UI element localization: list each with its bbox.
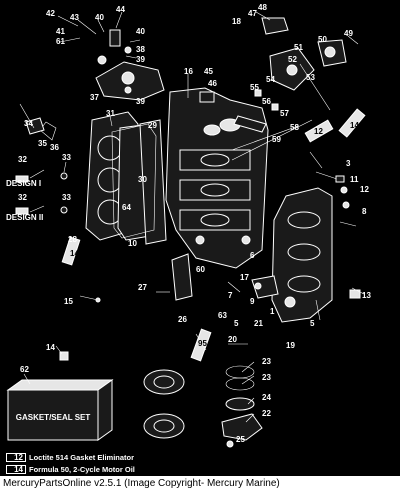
tube-label-12: 12 (314, 127, 323, 136)
thermostat-housing (95, 29, 165, 101)
callout-8: 8 (362, 207, 367, 216)
callout-33b: 33 (62, 193, 71, 202)
callout-25: 25 (236, 435, 245, 444)
tube-label-14: 14 (350, 121, 359, 130)
callout-9: 9 (250, 297, 255, 306)
callout-36: 36 (50, 143, 59, 152)
callout-39b: 39 (136, 97, 145, 106)
callout-38: 38 (136, 45, 145, 54)
callout-58: 58 (290, 123, 299, 132)
callout-59: 59 (272, 135, 281, 144)
footer-copyright: MercuryPartsOnline v2.5.1 (Image Copyrig… (0, 476, 400, 492)
legend-text-12: Loctite 514 Gasket Eliminator (29, 453, 135, 462)
callout-22: 22 (262, 409, 271, 418)
gaskets (39, 121, 157, 239)
legend-code-12: 12 (6, 453, 26, 462)
callout-45: 45 (204, 67, 213, 76)
callout-26: 26 (178, 315, 187, 324)
callout-54: 54 (266, 75, 275, 84)
design-1-label: DESIGN I (6, 179, 41, 188)
leader-lines (19, 11, 365, 423)
callout-53: 53 (306, 73, 315, 82)
callout-33: 33 (62, 153, 71, 162)
legend-row-12: 12 Loctite 514 Gasket Eliminator (6, 452, 134, 463)
callout-62: 62 (20, 365, 29, 374)
callout-64: 64 (122, 203, 131, 212)
callout-60: 60 (196, 265, 205, 274)
callout-30: 30 (138, 175, 147, 184)
tube-label-95: 95 (198, 339, 207, 348)
callout-57: 57 (280, 109, 289, 118)
callout-12: 12 (360, 185, 369, 194)
callout-32b: 32 (18, 193, 27, 202)
gasket-seal-set-box (6, 379, 114, 441)
callout-52: 52 (288, 55, 297, 64)
callout-27: 27 (138, 283, 147, 292)
callout-40b: 40 (136, 27, 145, 36)
diagram-artwork: GASKET/SEAL SET DESIGN I DESIGN II 42 43… (6, 3, 371, 448)
callout-40: 40 (95, 13, 104, 22)
callout-56: 56 (262, 97, 271, 106)
gasket-box-label: GASKET/SEAL SET (16, 413, 91, 422)
callout-20: 20 (228, 335, 237, 344)
callout-23b: 23 (262, 373, 271, 382)
callout-31: 31 (106, 109, 115, 118)
callout-47: 47 (248, 9, 257, 18)
legend-text-14: Formula 50, 2-Cycle Motor Oil (29, 465, 135, 474)
callout-34: 34 (24, 119, 33, 128)
callout-55: 55 (250, 83, 259, 92)
linkage-brackets (156, 253, 279, 301)
callout-28: 28 (68, 235, 77, 244)
callout-42: 42 (46, 9, 55, 18)
callout-63: 63 (218, 311, 227, 320)
callout-24: 24 (262, 393, 271, 402)
callout-5: 5 (234, 319, 239, 328)
callout-37: 37 (90, 93, 99, 102)
left-fittings (15, 117, 101, 361)
callout-10: 10 (128, 239, 137, 248)
callout-35: 35 (38, 139, 47, 148)
callout-7: 7 (228, 291, 233, 300)
callout-23: 23 (262, 357, 271, 366)
callout-19: 19 (286, 341, 295, 350)
callout-49: 49 (344, 29, 353, 38)
callout-15: 15 (64, 297, 73, 306)
transfer-port-covers (85, 111, 167, 245)
callout-6: 6 (250, 251, 255, 260)
callout-18: 18 (232, 17, 241, 26)
callout-17: 17 (240, 273, 249, 282)
callout-41: 41 (56, 27, 65, 36)
callout-32: 32 (18, 155, 27, 164)
cylinder-block (165, 87, 269, 269)
callout-1: 1 (270, 307, 275, 316)
design-2-label: DESIGN II (6, 213, 43, 222)
callout-44: 44 (116, 5, 125, 14)
upper-right-fittings (187, 17, 347, 133)
callout-3: 3 (346, 159, 351, 168)
callout-61: 61 (56, 37, 65, 46)
callout-11: 11 (350, 175, 359, 184)
callout-46: 46 (208, 79, 217, 88)
callout-14: 14 (46, 343, 55, 352)
callout-39: 39 (136, 55, 145, 64)
tube-label-14b: 14 (70, 249, 79, 258)
callout-5b: 5 (310, 319, 315, 328)
callout-16: 16 (184, 67, 193, 76)
legend-row-14: 14 Formula 50, 2-Cycle Motor Oil (6, 464, 135, 475)
crankcase-cover (271, 187, 333, 323)
callout-51: 51 (294, 43, 303, 52)
sealant-tubes (61, 108, 366, 362)
callout-21: 21 (254, 319, 263, 328)
callout-50: 50 (318, 35, 327, 44)
bolts-and-studs (79, 171, 361, 321)
callout-29: 29 (148, 121, 157, 130)
legend-code-14: 14 (6, 465, 26, 474)
seal-set-parts (143, 365, 263, 448)
callout-43: 43 (70, 13, 79, 22)
callout-13: 13 (362, 291, 371, 300)
callout-48: 48 (258, 3, 267, 12)
exploded-parts-diagram: GASKET/SEAL SET DESIGN I DESIGN II 42 43… (0, 0, 400, 476)
